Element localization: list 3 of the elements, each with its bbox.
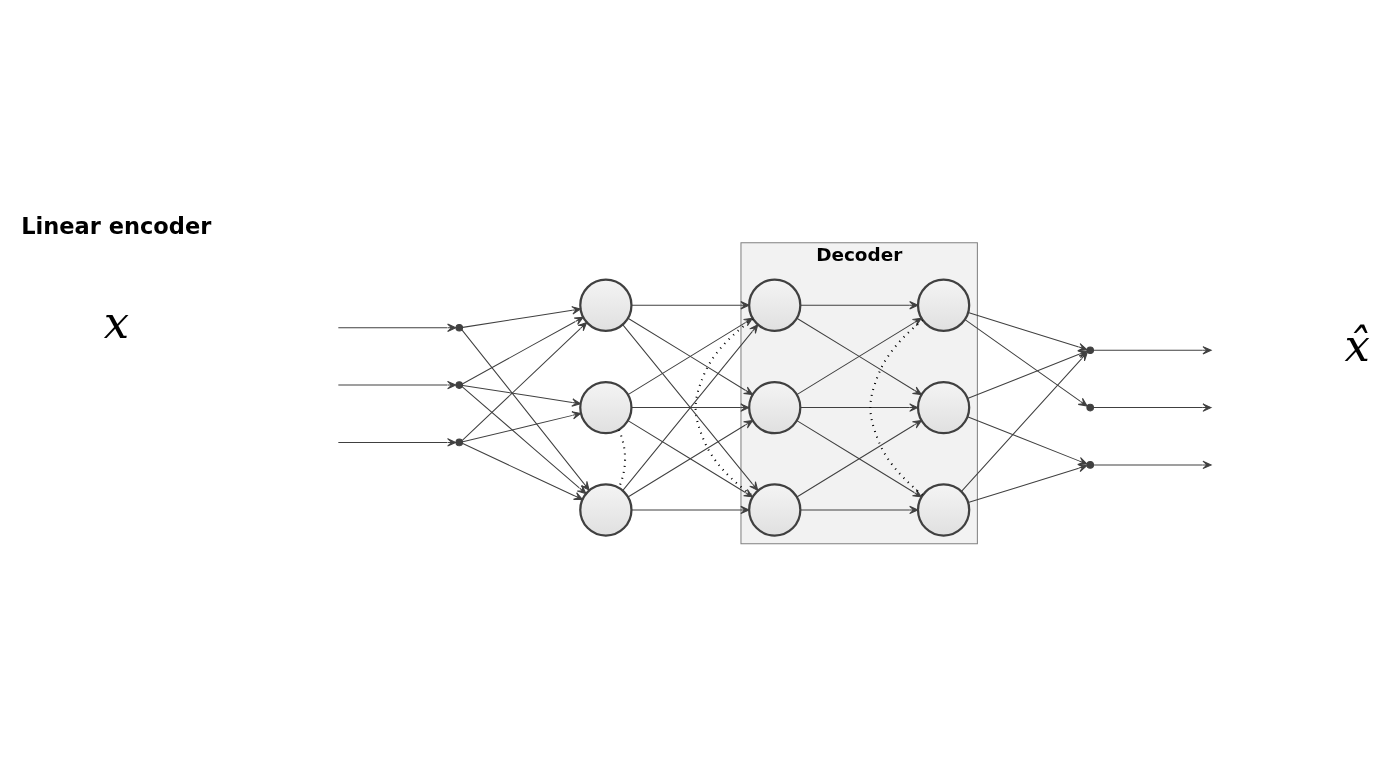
label: x̂: [1344, 318, 1370, 372]
label: x: [103, 296, 130, 350]
label: Linear encoder: [21, 213, 212, 240]
